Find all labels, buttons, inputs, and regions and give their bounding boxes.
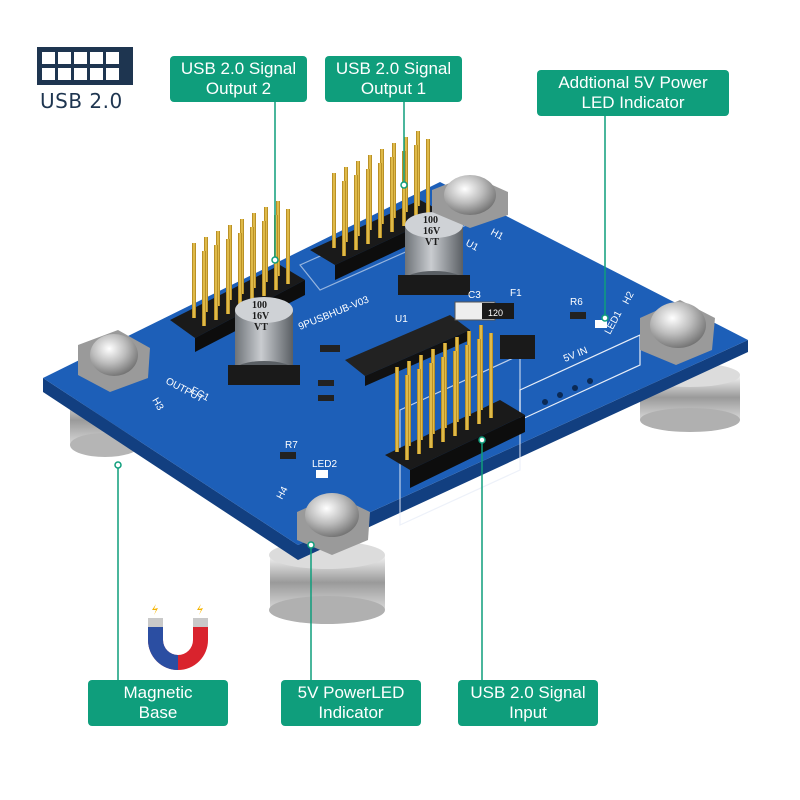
leader-dot-power-led [601, 314, 609, 322]
callout-input-line1: USB 2.0 Signal [470, 683, 586, 702]
leader-dot-input [478, 436, 486, 444]
callout-output-1-line1: USB 2.0 Signal [335, 59, 452, 78]
usb-logo-icon [37, 47, 133, 85]
callout-output-2-line2: Output 2 [205, 79, 272, 98]
header-pin [429, 363, 433, 448]
header-pin [417, 369, 421, 454]
cap-marking-5: 16V [423, 226, 441, 237]
silk-led2: LED2 [312, 459, 337, 470]
pcb-edge [43, 340, 748, 560]
callout-power-led-2: 5V PowerLED Indicator [281, 680, 421, 726]
header-pin [390, 157, 394, 232]
fuse-f1 [454, 301, 514, 321]
cap-marking-1: 100 [252, 300, 267, 311]
leader-dot-output2 [271, 256, 279, 264]
callout-output-2: USB 2.0 Signal Output 2 [170, 56, 307, 102]
header-pin [202, 251, 206, 326]
silk-h2: H2 [621, 290, 637, 307]
silk-r7: R7 [285, 440, 298, 451]
header-pin [192, 243, 196, 318]
header-pin [453, 351, 457, 436]
header-pin [214, 245, 218, 320]
callout-power-led2-line1: 5V PowerLED [297, 683, 405, 702]
header-pin [262, 221, 266, 296]
fuse-marking: 120 [488, 308, 503, 318]
usb-logo-text: USB 2.0 [40, 89, 123, 113]
silk-u1b: U1 [464, 238, 481, 254]
header-pin [354, 175, 358, 250]
callout-output-1: USB 2.0 Signal Output 1 [325, 56, 462, 102]
header-pin [489, 333, 493, 418]
silk-c3: C3 [468, 290, 481, 301]
header-pin [441, 357, 445, 442]
callout-power-led2-line2: Indicator [318, 703, 384, 722]
silk-h1: H1 [489, 227, 506, 243]
silk-h4: H4 [275, 485, 291, 502]
callout-power-led-line2: LED Indicator [581, 93, 685, 112]
silk-u1: U1 [395, 314, 408, 325]
header-pin [274, 215, 278, 290]
header-pin [226, 239, 230, 314]
magnet-icon [148, 604, 208, 670]
header-input [385, 325, 525, 488]
header-pin [238, 233, 242, 308]
callout-output-2-line1: USB 2.0 Signal [180, 59, 297, 78]
leader-lines [117, 102, 606, 680]
mount-nut-h2 [640, 300, 715, 365]
header-pin [477, 339, 481, 424]
header-pin [378, 163, 382, 238]
capacitor-ec1 [228, 297, 300, 385]
header-pin [465, 345, 469, 430]
power-pads [542, 378, 593, 405]
header-pin [426, 139, 430, 214]
mount-nut-h3 [78, 330, 150, 392]
leader-dot-magnetic [114, 461, 122, 469]
mount-nut-h1 [432, 175, 508, 228]
callout-input-line2: Input [509, 703, 547, 722]
header-pin [405, 375, 409, 460]
silk-f1: F1 [510, 288, 522, 299]
header-pin [286, 209, 290, 284]
cap-marking-2: 16V [252, 311, 270, 322]
header-pin [342, 181, 346, 256]
leader-dot-output1 [400, 181, 408, 189]
header-pin [414, 145, 418, 220]
leader-dot-power-led2 [307, 541, 315, 549]
callout-magnetic-line2: Base [138, 703, 178, 722]
mount-nut-h4 [297, 493, 370, 555]
callout-magnetic-base: Magnetic Base [88, 680, 228, 726]
header-pin [332, 173, 336, 248]
callout-magnetic-line1: Magnetic [123, 683, 193, 702]
header-pin [395, 367, 399, 452]
small-smd-parts [280, 312, 607, 478]
cap-marking-3: VT [254, 322, 268, 333]
cap-marking-6: VT [425, 237, 439, 248]
header-pin [366, 169, 370, 244]
silk-r6: R6 [570, 297, 583, 308]
callout-signal-input: USB 2.0 Signal Input [458, 680, 598, 726]
header-pin [250, 227, 254, 302]
callout-output-1-line2: Output 1 [360, 79, 427, 98]
cap-marking-4: 100 [423, 215, 438, 226]
callout-power-led-line1: Addtional 5V Power [558, 73, 708, 92]
callout-power-led: Addtional 5V Power LED Indicator [537, 70, 729, 116]
magnet-foot-bottom [269, 541, 385, 624]
